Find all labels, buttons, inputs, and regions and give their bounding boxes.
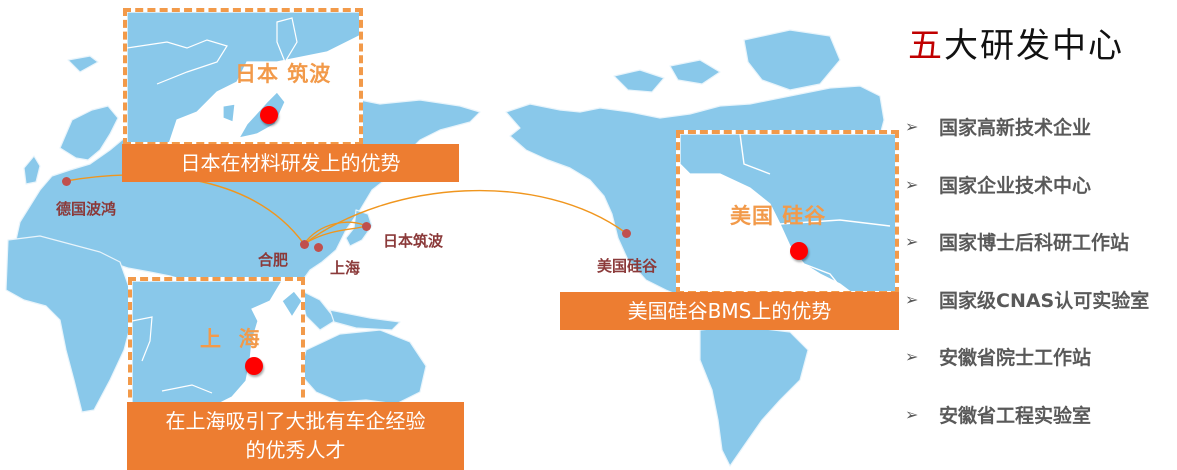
inset-usa-title: 美国 硅谷 xyxy=(730,204,827,228)
inset-japan: 日本 筑波 xyxy=(123,8,363,146)
city-dot-shanghai xyxy=(314,243,323,252)
list-item-label: 国家企业技术中心 xyxy=(939,174,1092,197)
arctic-islands xyxy=(613,69,665,93)
caption-usa: 美国硅谷BMS上的优势 xyxy=(560,292,899,330)
se-asia xyxy=(299,289,337,331)
inset-japan-title: 日本 筑波 xyxy=(235,62,332,86)
arrow-bullet-icon: ➢ xyxy=(905,347,919,367)
city-label-japan: 日本筑波 xyxy=(383,232,444,250)
city-label-shanghai: 上海 xyxy=(330,259,361,277)
list-item: ➢ 国家企业技术中心 xyxy=(905,156,1149,214)
marker-japan xyxy=(260,106,278,124)
indonesia xyxy=(329,309,401,331)
arrow-bullet-icon: ➢ xyxy=(905,174,919,194)
panel-title: 五大研发中心 xyxy=(908,18,1124,67)
caption-japan: 日本在材料研发上的优势 xyxy=(122,144,459,182)
research-center-list: ➢ 国家高新技术企业 ➢ 国家企业技术中心 ➢ 国家博士后科研工作站 ➢ 国家级… xyxy=(905,98,1149,443)
arrow-bullet-icon: ➢ xyxy=(905,232,919,252)
marker-usa xyxy=(790,242,808,260)
arrow-bullet-icon: ➢ xyxy=(905,117,919,137)
greenland xyxy=(743,29,841,91)
list-item: ➢ 国家高新技术企业 xyxy=(905,98,1149,156)
caption-shanghai: 在上海吸引了大批有车企经验 的优秀人才 xyxy=(127,402,464,470)
arc-hefei-usa xyxy=(303,189,627,245)
inset-usa: 美国 硅谷 xyxy=(676,130,899,295)
arrow-bullet-icon: ➢ xyxy=(905,289,919,309)
scandinavia xyxy=(59,105,119,161)
list-item-label: 国家高新技术企业 xyxy=(939,117,1092,140)
list-item: ➢ 安徽省工程实验室 xyxy=(905,386,1149,444)
australia xyxy=(299,329,427,405)
list-item-label: 国家博士后科研工作站 xyxy=(939,232,1130,255)
city-dot-japan xyxy=(362,222,371,231)
list-item-label: 国家级CNAS认可实验室 xyxy=(939,289,1150,312)
inset-shanghai: 上 海 xyxy=(128,277,305,410)
arctic-islands-2 xyxy=(669,59,721,85)
arrow-bullet-icon: ➢ xyxy=(905,404,919,424)
city-dot-germany xyxy=(62,177,71,186)
list-item: ➢ 国家博士后科研工作站 xyxy=(905,213,1149,271)
svalbard xyxy=(67,55,99,73)
inset-shanghai-title: 上 海 xyxy=(200,327,261,351)
inset-shanghai-map xyxy=(132,281,301,406)
city-dot-usa xyxy=(622,229,631,238)
panel-title-accent: 五 xyxy=(908,26,944,66)
caption-shanghai-line2: 的优秀人才 xyxy=(245,438,346,462)
list-item-label: 安徽省工程实验室 xyxy=(939,404,1092,427)
africa xyxy=(5,235,133,413)
city-label-germany: 德国波鸿 xyxy=(56,200,117,218)
marker-shanghai xyxy=(245,357,263,375)
city-label-hefei: 合肥 xyxy=(258,251,289,269)
list-item: ➢ 国家级CNAS认可实验室 xyxy=(905,271,1149,329)
city-label-usa: 美国硅谷 xyxy=(597,257,658,275)
caption-shanghai-line1: 在上海吸引了大批有车企经验 xyxy=(165,409,426,433)
list-item: ➢ 安徽省院士工作站 xyxy=(905,328,1149,386)
south-america xyxy=(699,325,809,467)
list-item-label: 安徽省院士工作站 xyxy=(939,347,1092,370)
city-dot-hefei xyxy=(300,240,309,249)
uk xyxy=(23,155,41,185)
panel-title-rest: 大研发中心 xyxy=(944,26,1124,66)
